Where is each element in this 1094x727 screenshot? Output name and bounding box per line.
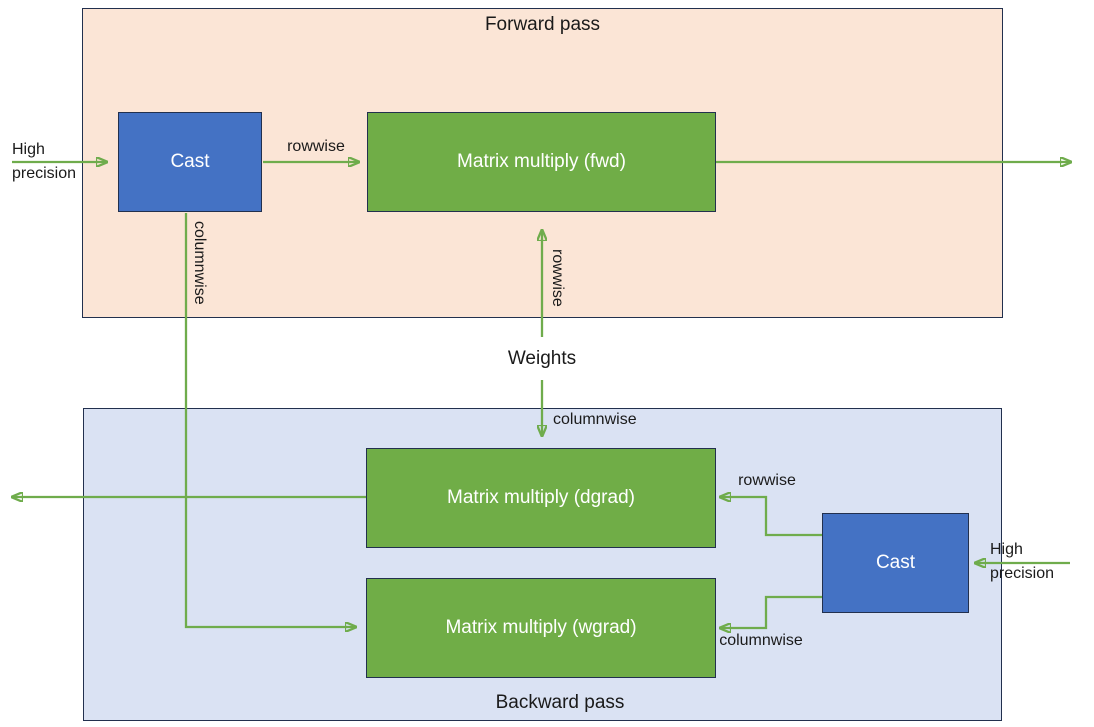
high-precision-left-line2: precision [12, 165, 77, 182]
high-precision-left-line1: High [12, 141, 45, 158]
cast-forward-label: Cast [170, 151, 210, 172]
columnwise-label-cast-forward: columnwise [191, 221, 208, 305]
cast-backward-box: Cast [822, 513, 969, 613]
columnwise-label-backward: columnwise [719, 632, 803, 649]
weights-label: Weights [507, 348, 577, 369]
matmul-dgrad-box: Matrix multiply (dgrad) [366, 448, 716, 548]
high-precision-input-right-label: High precision [990, 538, 1054, 586]
columnwise-label-weights-down: columnwise [553, 411, 637, 428]
high-precision-right-line1: High [990, 541, 1023, 558]
matmul-wgrad-box: Matrix multiply (wgrad) [366, 578, 716, 678]
matmul-fwd-label: Matrix multiply (fwd) [457, 151, 626, 172]
cast-backward-label: Cast [875, 552, 916, 573]
cast-forward-box: Cast [118, 112, 262, 212]
high-precision-input-left-label: High precision [12, 138, 76, 186]
matmul-dgrad-label: Matrix multiply (dgrad) [447, 487, 635, 508]
forward-pass-title: Forward pass [484, 14, 601, 35]
rowwise-label-weights-up: rowwise [549, 249, 566, 307]
matmul-fwd-box: Matrix multiply (fwd) [367, 112, 716, 212]
rowwise-label-forward: rowwise [287, 138, 345, 155]
backward-pass-title: Backward pass [495, 692, 625, 713]
matmul-wgrad-label: Matrix multiply (wgrad) [445, 617, 637, 638]
high-precision-right-line2: precision [990, 565, 1055, 582]
rowwise-label-backward: rowwise [738, 472, 796, 489]
